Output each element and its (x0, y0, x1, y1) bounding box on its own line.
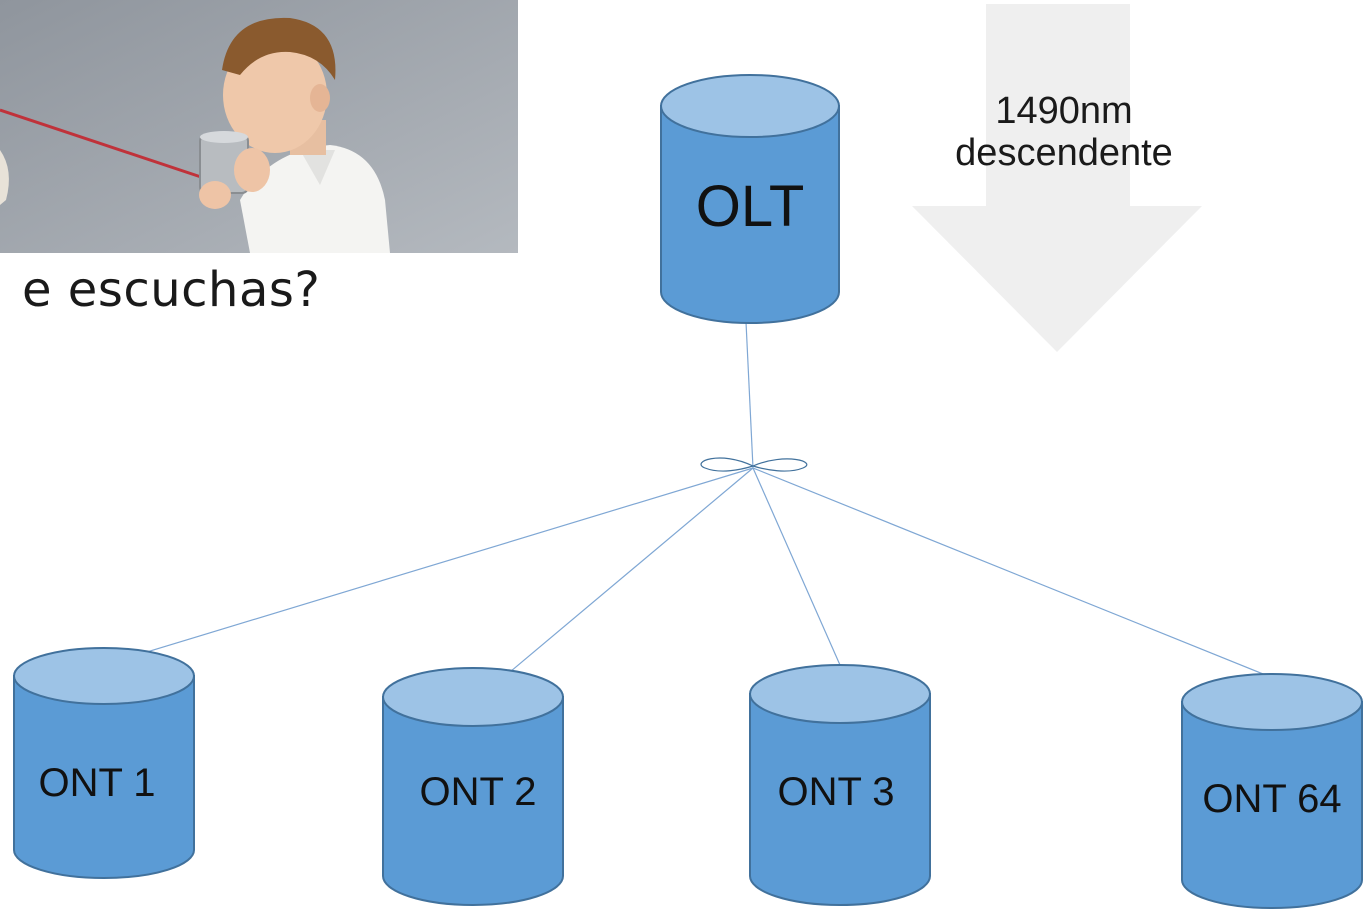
ont-node-1: ONT 1 (13, 647, 195, 879)
arrow-label: 1490nm descendente (914, 90, 1214, 174)
ont-label-1: ONT 1 (38, 761, 155, 805)
arrow-label-direction: descendente (955, 132, 1173, 174)
ont-node-3: ONT 3 (749, 664, 931, 906)
fiber-olt-splitter (745, 321, 754, 469)
ont-label-3: ONT 3 (777, 770, 894, 814)
olt-label: OLT (696, 174, 805, 239)
fiber-ont2 (472, 467, 754, 704)
optical-splitter-icon (700, 457, 808, 472)
fiber-ont64 (752, 467, 1274, 679)
ont-node-2: ONT 2 (382, 667, 564, 906)
downstream-arrow (912, 4, 1202, 352)
ont-node-64: ONT 64 (1181, 673, 1363, 909)
ont-label-2: ONT 2 (419, 770, 536, 814)
tin-can-telephone-photo (0, 0, 518, 253)
fiber-lines (103, 321, 1274, 704)
arrow-label-wavelength: 1490nm (995, 90, 1133, 132)
olt-node: OLT (660, 74, 840, 324)
ont-label-64: ONT 64 (1202, 777, 1341, 821)
fiber-ont1 (103, 467, 754, 666)
caption-text: e escuchas? (22, 262, 321, 318)
fiber-ont3 (752, 467, 841, 666)
